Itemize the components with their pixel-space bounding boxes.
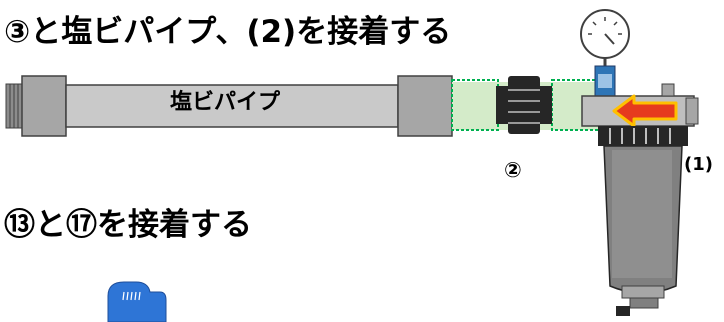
flow-arrow-icon [612, 94, 678, 128]
part-1-label: (1) [684, 154, 713, 175]
step-heading-top: ③と塩ビパイプ、(2)を接着する [4, 14, 452, 50]
pipe-label: 塩ビパイプ [170, 90, 281, 115]
filter-assembly-1 [580, 9, 699, 316]
part-2-label: ② [504, 158, 522, 182]
union-fitting-2 [451, 76, 601, 134]
elbow-fitting-icon [107, 281, 167, 322]
step-heading-bottom: ⑬と⑰を接着する [4, 207, 252, 243]
